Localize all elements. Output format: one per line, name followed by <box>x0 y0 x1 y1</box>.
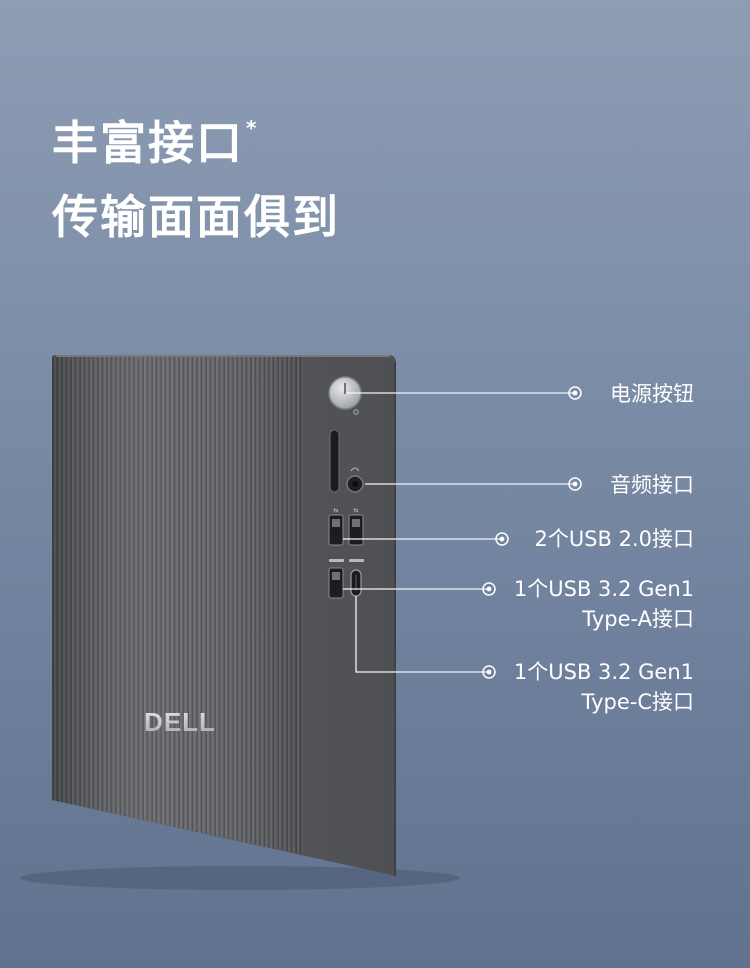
usb-type-c-port-icon <box>350 569 362 597</box>
dell-logo: DELL <box>144 707 216 737</box>
card-reader-slot-icon <box>329 429 340 493</box>
svg-text:⇆: ⇆ <box>333 507 338 514</box>
audio-jack-icon <box>346 467 364 493</box>
callout-label-usb3-type-c: 1个USB 3.2 Gen1 Type-C接口 <box>513 660 694 714</box>
headline-line-2: 传输面面俱到 <box>52 190 340 244</box>
callout-label-audio: 音频接口 <box>610 473 694 497</box>
callout-label-usb3-type-a: 1个USB 3.2 Gen1 Type-A接口 <box>513 577 694 631</box>
usb-3-type-a-port-icon <box>328 567 344 599</box>
headline-asterisk: * <box>246 116 259 140</box>
callout-marker-usbc <box>482 665 496 679</box>
callout-marker-power <box>568 386 582 400</box>
callout-marker-usb3a <box>482 582 496 596</box>
usb-3-speed-marks-icon <box>329 559 364 562</box>
usb-2-ports-icon: ⇆ ⇆ <box>328 507 364 546</box>
callout-marker-audio <box>568 477 582 491</box>
callout-label-usb2: 2个USB 2.0接口 <box>534 527 694 551</box>
floor-shadow <box>20 866 460 890</box>
callout-markers <box>482 386 582 679</box>
headline-line-1-text: 丰富接口 <box>52 116 244 170</box>
headline-line-1: 丰富接口* <box>52 118 258 166</box>
callout-marker-usb2 <box>495 532 509 546</box>
callout-line-usbc <box>355 596 489 673</box>
svg-text:⇆: ⇆ <box>353 507 358 514</box>
callout-label-power: 电源按钮 <box>610 382 694 406</box>
